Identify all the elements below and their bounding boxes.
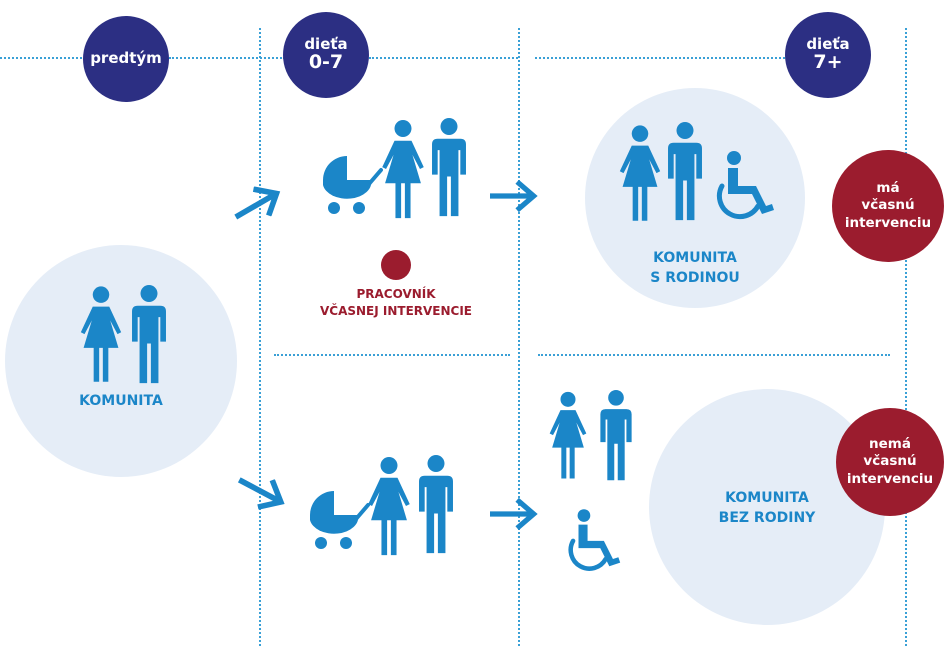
community-without-family-circle [649, 389, 885, 625]
hasnot-badge-line3: intervenciu [846, 470, 934, 487]
column-divider-2 [518, 28, 520, 646]
community-with-family-label: KOMUNITA S RODINOU [630, 249, 760, 288]
worker-label-line1: PRACOVNÍK [356, 287, 436, 301]
wheelchair-icon [564, 508, 622, 572]
community-without-family-label: KOMUNITA BEZ RODINY [702, 489, 832, 528]
header-before-label: predtým [90, 49, 162, 68]
woman-icon [366, 457, 412, 557]
header-child-7-plus-line1: dieťa [806, 35, 850, 54]
without-family-line1: KOMUNITA [725, 490, 809, 506]
woman-icon [380, 120, 426, 220]
middle-line-right [538, 354, 890, 356]
without-family-line2: BEZ RODINY [718, 509, 816, 526]
middle-line-left [274, 354, 510, 356]
hasnot-badge-line2: včasnú [863, 453, 917, 470]
man-icon [598, 390, 634, 482]
arrow-icon [490, 180, 542, 212]
stroller-icon [308, 487, 370, 551]
woman-icon [618, 124, 662, 224]
man-icon [430, 118, 468, 218]
man-icon [666, 122, 704, 222]
top-line-right [535, 57, 785, 59]
has-badge-line2: včasnú [861, 197, 915, 214]
header-child-0-7-line2: 0-7 [308, 50, 344, 73]
top-line-mid2 [369, 57, 518, 59]
column-divider-1 [259, 28, 261, 646]
worker-dot [381, 250, 411, 280]
worker-label-line2: VČASNEJ INTERVENCIE [319, 304, 473, 319]
header-child-0-7: dieťa 0-7 [283, 12, 369, 98]
arrow-icon [490, 498, 542, 530]
worker-label: PRACOVNÍK VČASNEJ INTERVENCIE [296, 286, 496, 321]
header-before: predtým [83, 16, 169, 102]
with-family-line2: S RODINOU [650, 269, 740, 286]
woman-icon [79, 285, 123, 385]
stroller-icon [321, 152, 383, 216]
man-icon [130, 285, 168, 385]
community-label: KOMUNITA [79, 393, 163, 409]
has-early-intervention-badge: má včasnú intervenciu [832, 150, 944, 262]
community-with-family-circle [585, 88, 805, 308]
header-child-0-7-line1: dieťa [304, 35, 348, 54]
has-badge-line1: má [876, 179, 900, 196]
woman-icon [548, 390, 588, 482]
community-circle [5, 245, 237, 477]
hasnot-badge-line1: nemá [869, 435, 911, 452]
top-line-mid1 [169, 57, 285, 59]
column-divider-3 [905, 28, 907, 646]
with-family-line1: KOMUNITA [653, 250, 737, 266]
arrow-icon [231, 465, 296, 521]
header-child-7-plus-line2: 7+ [813, 50, 843, 73]
man-icon [417, 455, 455, 555]
has-badge-line3: intervenciu [844, 214, 932, 231]
top-line-left [0, 57, 86, 59]
no-early-intervention-badge: nemá včasnú intervenciu [836, 408, 944, 516]
wheelchair-icon [712, 150, 776, 220]
header-child-7-plus: dieťa 7+ [785, 12, 871, 98]
